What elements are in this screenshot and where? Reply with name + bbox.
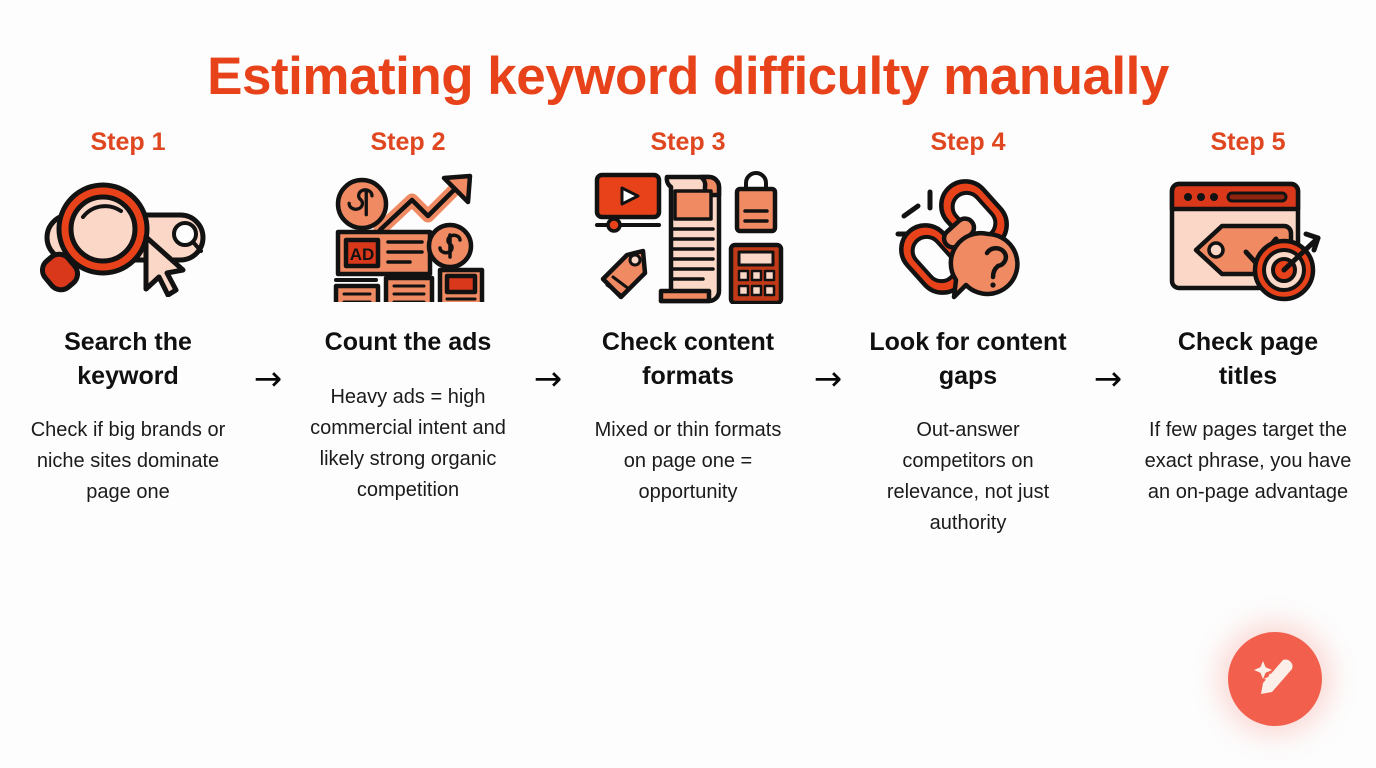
- step-heading-4: Look for content gaps: [869, 328, 1067, 390]
- ad-cards-growth-chart-icon: AD: [306, 169, 511, 304]
- page-title: Estimating keyword difficulty manually: [207, 47, 1169, 106]
- step-label-2: Step 2: [370, 128, 446, 157]
- step-column-3: Step 3: [577, 128, 799, 508]
- step-heading-3: Check content formats: [601, 328, 775, 390]
- browser-tag-target-icon: [1146, 169, 1351, 304]
- step-column-1: Step 1 Search the keyword Chec: [17, 128, 239, 508]
- step-description-2: Heavy ads = high commercial intent and l…: [310, 385, 506, 501]
- step-label-3: Step 3: [650, 128, 726, 157]
- steps-row: Step 1 Search the keyword Chec: [0, 128, 1376, 539]
- step-column-2: Step 2 AD: [297, 128, 519, 505]
- svg-text:AD: AD: [350, 245, 375, 264]
- step-heading-1: Search the keyword: [64, 328, 192, 390]
- step-description-3: Mixed or thin formats on page one = oppo…: [594, 418, 782, 503]
- flow-arrow-2: →: [533, 359, 563, 400]
- broken-chain-question-icon: [866, 169, 1071, 304]
- step-description-4: Out-answer competitors on relevance, not…: [886, 418, 1050, 534]
- step-column-4: Step 4: [857, 128, 1079, 539]
- content-formats-icon: [586, 169, 791, 305]
- step-label-5: Step 5: [1210, 128, 1286, 157]
- flow-arrow-3: →: [813, 359, 843, 400]
- magic-pen-sparkle-icon: [1250, 652, 1300, 707]
- step-label-4: Step 4: [930, 128, 1006, 157]
- step-heading-5: Check page titles: [1177, 328, 1319, 390]
- step-description-1: Check if big brands or niche sites domin…: [30, 418, 226, 503]
- step-heading-2: Count the ads: [324, 328, 492, 357]
- step-column-5: Step 5: [1137, 128, 1359, 508]
- step-label-1: Step 1: [90, 128, 166, 157]
- flow-arrow-1: →: [253, 359, 283, 400]
- magnifier-search-bar-icon: [26, 169, 231, 304]
- step-description-5: If few pages target the exact phrase, yo…: [1144, 418, 1352, 503]
- magic-assistant-button[interactable]: [1228, 632, 1322, 726]
- flow-arrow-4: →: [1093, 359, 1123, 400]
